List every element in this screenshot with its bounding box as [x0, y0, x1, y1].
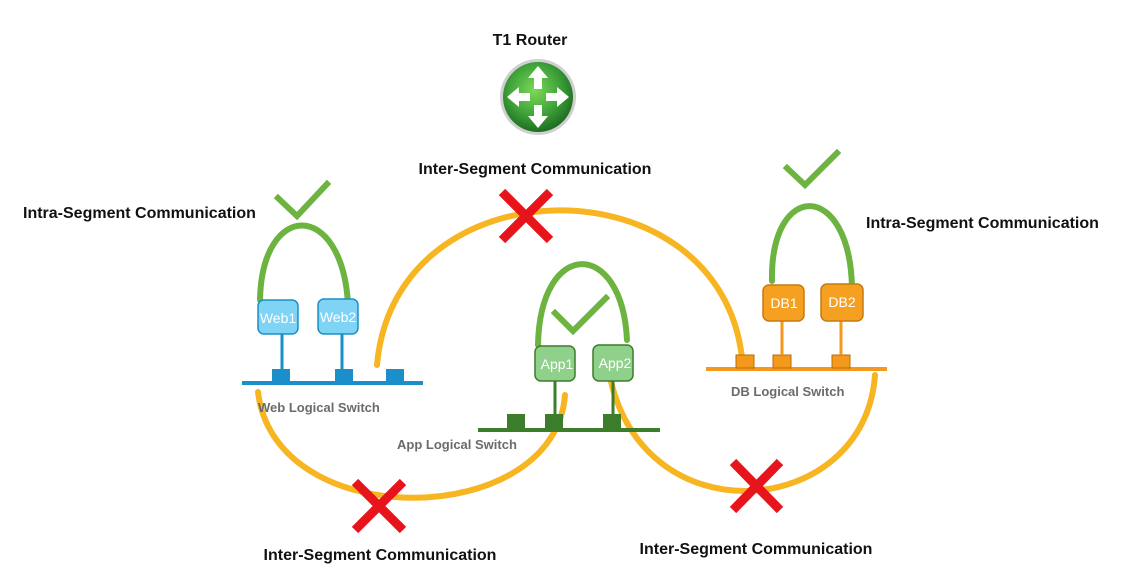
x-icon	[729, 458, 784, 514]
inter-segment-label-top: Inter-Segment Communication	[419, 161, 652, 178]
inter-segment-label-bottom-right: Inter-Segment Communication	[640, 541, 873, 558]
app-switch-label: App Logical Switch	[397, 437, 517, 452]
node-db2[interactable]: DB2	[820, 283, 864, 322]
switch-port	[831, 354, 851, 369]
switch-port	[603, 414, 621, 430]
intra-arc-app	[535, 261, 630, 348]
switch-port	[272, 369, 290, 383]
node-db2-label: DB2	[828, 294, 855, 310]
inter-arc-top	[374, 207, 745, 368]
switch-port	[507, 414, 525, 430]
inter-arc-bottom-left	[255, 389, 568, 501]
app-logical-switch	[478, 381, 660, 432]
check-icon	[550, 293, 611, 336]
node-web2-label: Web2	[320, 309, 357, 325]
intra-segment-label-right: Intra-Segment Communication	[866, 215, 1099, 232]
node-db1[interactable]: DB1	[762, 284, 805, 322]
switch-port	[545, 414, 563, 430]
db-switch-label: DB Logical Switch	[731, 384, 844, 399]
node-app2-label: App2	[599, 355, 632, 371]
router-icon[interactable]	[500, 59, 576, 135]
db-logical-switch	[706, 320, 887, 371]
node-app1-label: App1	[541, 356, 574, 372]
node-app2[interactable]: App2	[592, 344, 634, 382]
intra-arc-db	[768, 203, 855, 291]
switch-port	[735, 354, 755, 369]
node-web1-label: Web1	[260, 310, 297, 326]
switch-port	[335, 369, 353, 383]
node-web2[interactable]: Web2	[317, 298, 359, 335]
intra-segment-label-left: Intra-Segment Communication	[23, 205, 256, 222]
node-app1[interactable]: App1	[534, 345, 576, 382]
check-icon	[273, 179, 332, 221]
switch-port	[772, 354, 792, 369]
x-icon	[351, 478, 407, 534]
x-icon	[498, 188, 554, 244]
intra-arc-web	[257, 222, 351, 307]
web-switch-label: Web Logical Switch	[258, 400, 380, 415]
web-logical-switch	[242, 334, 423, 385]
node-web1[interactable]: Web1	[257, 299, 299, 335]
router-title: T1 Router	[493, 32, 568, 49]
node-db1-label: DB1	[770, 295, 797, 311]
switch-port	[386, 369, 404, 383]
inter-segment-label-bottom-left: Inter-Segment Communication	[264, 547, 497, 564]
check-icon	[782, 148, 842, 190]
